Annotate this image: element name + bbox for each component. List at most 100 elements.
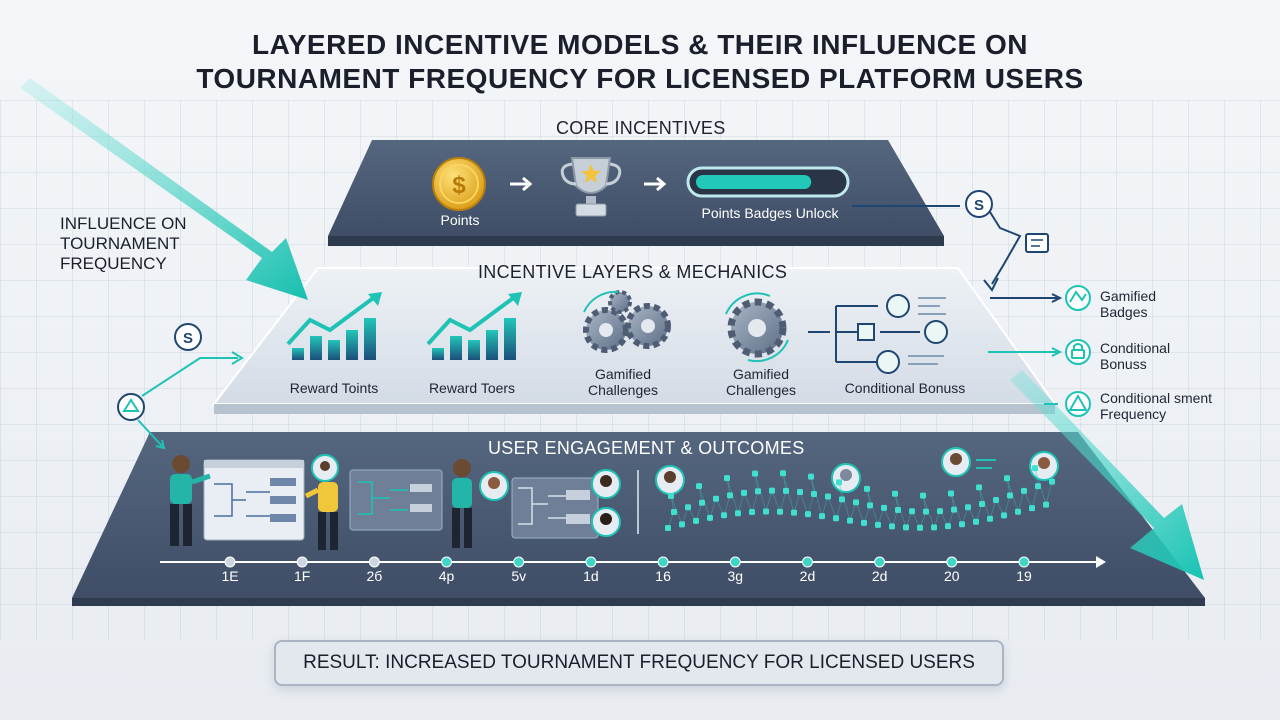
dot-network-node: [917, 524, 923, 531]
dot-network-node: [951, 506, 957, 513]
timeline-tick: [296, 556, 308, 568]
timeline-tick-label: 1d: [583, 568, 599, 584]
mechanic-label-reward-points: Reward Toints: [289, 380, 379, 396]
engagement-timeline: [160, 556, 1106, 568]
dot-network-node: [973, 518, 979, 525]
influence-line-2: TOURNAMENT: [60, 234, 180, 253]
outcome-arrow: [1010, 370, 1204, 580]
dot-network-node: [1029, 505, 1035, 512]
dollar-badge-symbol: S: [974, 197, 984, 214]
timeline-tick-label: 1F: [294, 568, 311, 584]
left-dollar-symbol: S: [183, 330, 193, 347]
dot-network-node: [780, 470, 786, 477]
timeline-tick: [657, 556, 669, 568]
avatar: [1029, 451, 1059, 481]
timeline-tick: [224, 556, 236, 568]
dot-network-node: [920, 492, 926, 499]
mechanic-label-conditional-bonus: Conditional Bonuss: [844, 380, 966, 396]
dot-network-node: [749, 509, 755, 516]
challenges-1-line-2: Challenges: [587, 382, 659, 398]
gears-icon: [583, 290, 671, 353]
progress-bar-icon: [686, 166, 850, 198]
influence-arrow: [20, 78, 308, 300]
outcome-1-line-1: Gamified: [1100, 288, 1157, 304]
timeline-tick-label: 4p: [438, 568, 455, 584]
dot-network-node: [959, 521, 965, 528]
dot-network-node: [696, 483, 702, 490]
timeline-tick-label: 20: [944, 568, 960, 584]
influence-line-1: INFLUENCE ON: [60, 214, 187, 233]
core-layer: [328, 140, 944, 246]
gear-icon: [725, 292, 789, 363]
dot-network-node: [1032, 465, 1038, 472]
dot-network-node: [931, 524, 937, 531]
dot-network-node: [727, 492, 733, 499]
title-line-1: LAYERED INCENTIVE MODELS & THEIR INFLUEN…: [252, 29, 1028, 60]
dot-network-node: [1035, 483, 1041, 490]
timeline-tick-label: 5v: [511, 568, 527, 584]
dot-network-node: [895, 506, 901, 513]
dot-network-node: [805, 511, 811, 518]
timeline-tick-label: 2d: [871, 568, 888, 584]
challenges-2-line-2: Challenges: [725, 382, 797, 398]
core-layer-title: CORE INCENTIVES: [556, 118, 726, 138]
dot-network-node: [948, 490, 954, 497]
dot-network-node: [839, 496, 845, 503]
dot-network-node: [752, 470, 758, 477]
dot-network-node: [909, 508, 915, 515]
trophy-icon: [560, 157, 622, 217]
outcome-conditional-frequency: Conditional sment Frequency: [1100, 390, 1212, 422]
dot-network-node: [735, 510, 741, 517]
dot-network-node: [741, 489, 747, 496]
dot-network-node: [864, 485, 870, 492]
mechanic-label-reward-tiers: Reward Toers: [428, 380, 516, 396]
timeline-tick: [513, 556, 525, 568]
outcome-conditional-bonus: Conditional Bonuss: [1100, 340, 1170, 372]
avatar: [655, 465, 685, 495]
timeline-tick: [368, 556, 380, 568]
result-banner: RESULT: INCREASED TOURNAMENT FREQUENCY F…: [274, 640, 1004, 686]
dot-network-node: [892, 490, 898, 497]
dot-network-node: [693, 517, 699, 524]
outcome-2-line-1: Conditional: [1100, 340, 1171, 356]
dot-network-node: [853, 499, 859, 506]
dot-network-node: [679, 521, 685, 528]
outcome-3-line-2: Frequency: [1100, 406, 1167, 422]
bar-chart-icon: [286, 292, 382, 360]
certificate-icon: [1025, 233, 1049, 253]
dot-network-node: [721, 512, 727, 519]
timeline-tick: [1018, 556, 1030, 568]
dot-network-node: [797, 489, 803, 496]
dot-network-node: [1001, 512, 1007, 519]
avatar: [941, 447, 996, 477]
engagement-layer-title: USER ENGAGEMENT & OUTCOMES: [488, 438, 805, 458]
coin-icon: $: [432, 157, 486, 211]
dot-network-node: [993, 496, 999, 503]
dot-network-node: [976, 484, 982, 491]
dot-network-node: [665, 525, 671, 531]
timeline-tick: [946, 556, 958, 568]
outcome-2-line-2: Bonuss: [1100, 356, 1147, 372]
influence-line-3: FREQUENCY: [60, 254, 167, 273]
dot-network-node: [668, 493, 674, 499]
dot-network-node: [699, 499, 705, 506]
dot-network-node: [685, 504, 691, 511]
avatar: [591, 469, 621, 499]
timeline-tick-label: 16: [655, 568, 671, 584]
flow-panel: [511, 477, 599, 539]
dot-network-node: [836, 479, 842, 486]
avatar: [479, 471, 509, 501]
timeline-tick: [441, 556, 453, 568]
person-icon: [452, 459, 472, 548]
dot-network-node: [671, 509, 677, 515]
dot-network-node: [979, 500, 985, 507]
dot-network-node: [867, 502, 873, 509]
title-line-2: TOURNAMENT FREQUENCY FOR LICENSED PLATFO…: [196, 63, 1084, 94]
dot-network-node: [987, 515, 993, 522]
avatar: [831, 463, 861, 493]
timeline-tick: [874, 556, 886, 568]
points-label: Points: [440, 212, 480, 228]
avatar: [591, 507, 621, 537]
dot-network-node: [707, 514, 713, 521]
